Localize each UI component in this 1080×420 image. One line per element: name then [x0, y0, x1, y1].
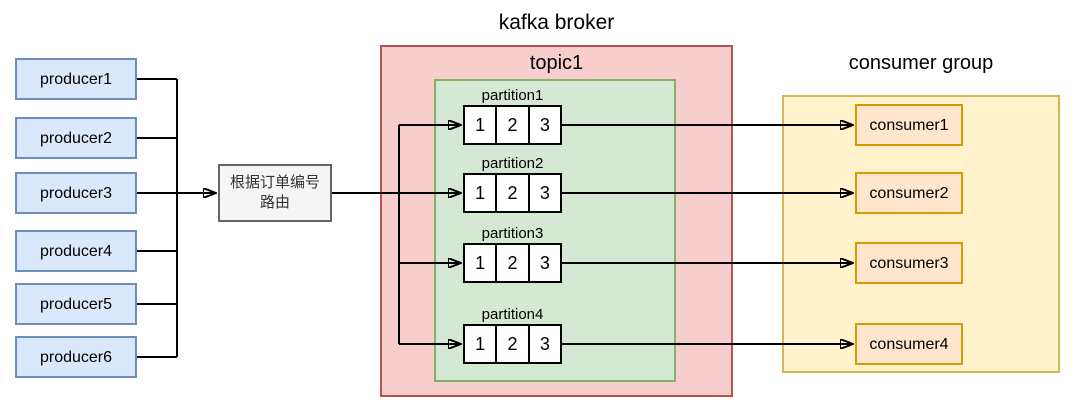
partition-label-2: partition2: [481, 155, 544, 172]
partition-cell: 1: [475, 252, 486, 273]
consumer-box-3: consumer3: [855, 242, 963, 284]
partition-cell: 1: [475, 333, 486, 354]
partition-label-1: partition1: [481, 87, 544, 104]
order-routing-label-line2: 路由: [259, 194, 290, 211]
partition-cell: 2: [495, 107, 527, 143]
partition-cell: 3: [527, 326, 560, 362]
producer-box-1: producer1: [15, 58, 137, 100]
partition-cell: 1: [475, 182, 486, 203]
partition-cell: 2: [495, 175, 527, 211]
partition-row-4: 1 2 3: [463, 324, 562, 364]
consumer-box-2: consumer2: [855, 172, 963, 214]
producer-box-5: producer5: [15, 283, 137, 325]
kafka-broker-title: kafka broker: [498, 11, 615, 34]
partition-label-3: partition3: [481, 225, 544, 242]
partition-cell: 3: [527, 175, 560, 211]
producer-box-2: producer2: [15, 117, 137, 159]
order-routing-label-line1: 根据订单编号: [229, 173, 320, 191]
partition-row-2: 1 2 3: [463, 173, 562, 213]
partition-cell: 2: [495, 326, 527, 362]
partition-label-4: partition4: [481, 306, 544, 323]
partition-cell: 2: [495, 245, 527, 281]
partition-row-3: 1 2 3: [463, 243, 562, 283]
partition-cell: 3: [527, 107, 560, 143]
consumer-box-4: consumer4: [855, 323, 963, 365]
partition-cell: 3: [527, 245, 560, 281]
consumer-box-1: consumer1: [855, 104, 963, 146]
order-routing-box: 根据订单编号 路由: [218, 164, 332, 222]
partition-row-1: 1 2 3: [463, 105, 562, 145]
producer-box-6: producer6: [15, 336, 137, 378]
topic-title: topic1: [529, 52, 584, 74]
producer-box-3: producer3: [15, 172, 137, 214]
producer-box-4: producer4: [15, 230, 137, 272]
consumer-group-title: consumer group: [848, 52, 994, 74]
partition-cell: 1: [475, 114, 486, 135]
